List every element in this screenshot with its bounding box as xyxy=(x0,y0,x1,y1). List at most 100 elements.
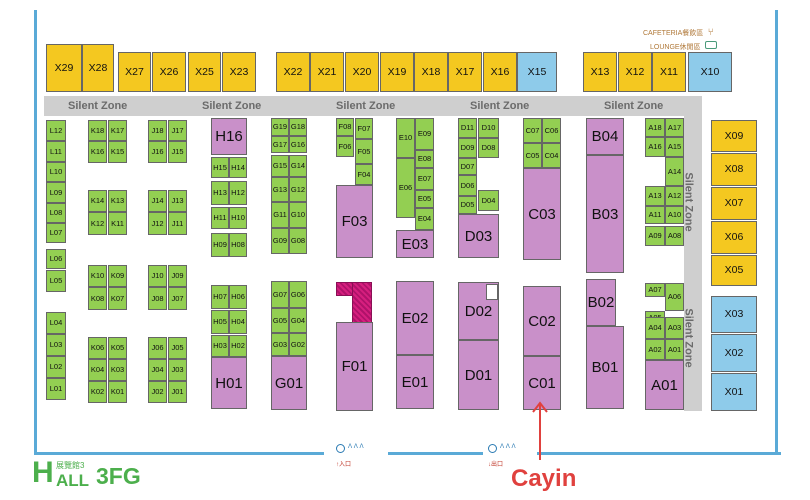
booth-g04[interactable]: G04 xyxy=(289,308,307,333)
booth-k17[interactable]: K17 xyxy=(108,120,127,141)
booth-x17[interactable]: X17 xyxy=(448,52,482,92)
booth-h08[interactable]: H08 xyxy=(229,233,247,257)
booth-x19[interactable]: X19 xyxy=(380,52,414,92)
booth-e08[interactable]: E08 xyxy=(415,150,434,168)
booth-g10[interactable]: G10 xyxy=(289,202,307,228)
booth-k02[interactable]: K02 xyxy=(88,381,107,403)
booth-a04[interactable]: A04 xyxy=(645,317,665,339)
booth-l01[interactable]: L01 xyxy=(46,378,66,400)
booth-k04[interactable]: K04 xyxy=(88,359,107,381)
booth-g07[interactable]: G07 xyxy=(271,281,289,308)
booth-g01[interactable]: G01 xyxy=(271,356,307,410)
booth-b04[interactable]: B04 xyxy=(586,118,624,155)
booth-k07[interactable]: K07 xyxy=(108,287,127,310)
booth-e07[interactable]: E07 xyxy=(415,168,434,190)
booth-x11[interactable]: X11 xyxy=(652,52,686,92)
booth-c04[interactable]: C04 xyxy=(542,143,561,168)
booth-j16[interactable]: J16 xyxy=(148,141,167,163)
booth-j12[interactable]: J12 xyxy=(148,212,167,235)
booth-k09[interactable]: K09 xyxy=(108,265,127,287)
booth-x29[interactable]: X29 xyxy=(46,44,82,92)
booth-a01[interactable]: A01 xyxy=(665,339,684,360)
booth-e02[interactable]: E02 xyxy=(396,281,434,355)
booth-e01[interactable]: E01 xyxy=(396,355,434,409)
booth-j04[interactable]: J04 xyxy=(148,359,167,381)
booth-k13[interactable]: K13 xyxy=(108,190,127,212)
booth-x12[interactable]: X12 xyxy=(618,52,652,92)
booth-h03[interactable]: H03 xyxy=(211,335,229,357)
booth-b01[interactable]: B01 xyxy=(586,326,624,409)
booth-h09[interactable]: H09 xyxy=(211,233,229,257)
booth-x05[interactable]: X05 xyxy=(711,255,757,286)
booth-k18[interactable]: K18 xyxy=(88,120,107,141)
booth-g08[interactable]: G08 xyxy=(289,228,307,254)
booth-h16[interactable]: H16 xyxy=(211,118,247,155)
booth-j08[interactable]: J08 xyxy=(148,287,167,310)
booth-g03[interactable]: G03 xyxy=(271,333,289,356)
booth-h05[interactable]: H05 xyxy=(211,310,229,334)
booth-e06[interactable]: E06 xyxy=(396,158,415,218)
booth-x26[interactable]: X26 xyxy=(152,52,186,92)
booth-a18[interactable]: A18 xyxy=(645,118,665,137)
booth-j17[interactable]: J17 xyxy=(168,120,187,141)
booth-d06[interactable]: D06 xyxy=(458,175,477,196)
booth[interactable] xyxy=(352,282,372,324)
booth-x22[interactable]: X22 xyxy=(276,52,310,92)
booth-k11[interactable]: K11 xyxy=(108,212,127,235)
booth-a03[interactable]: A03 xyxy=(665,317,684,339)
booth-j01[interactable]: J01 xyxy=(168,381,187,403)
booth-a17[interactable]: A17 xyxy=(665,118,684,137)
booth-l04[interactable]: L04 xyxy=(46,312,66,334)
booth-l03[interactable]: L03 xyxy=(46,334,66,356)
booth-k10[interactable]: K10 xyxy=(88,265,107,287)
booth-c05[interactable]: C05 xyxy=(523,143,542,168)
booth-j11[interactable]: J11 xyxy=(168,212,187,235)
booth-k05[interactable]: K05 xyxy=(108,337,127,359)
booth-h11[interactable]: H11 xyxy=(211,207,229,229)
booth-x21[interactable]: X21 xyxy=(310,52,344,92)
booth-e05[interactable]: E05 xyxy=(415,190,434,208)
booth-a10[interactable]: A10 xyxy=(665,206,684,224)
booth-e03[interactable]: E03 xyxy=(396,230,434,258)
booth-g15[interactable]: G15 xyxy=(271,155,289,177)
booth-a08[interactable]: A08 xyxy=(665,226,684,246)
booth-g09[interactable]: G09 xyxy=(271,228,289,254)
booth-f07[interactable]: F07 xyxy=(355,118,373,139)
booth-x08[interactable]: X08 xyxy=(711,153,757,186)
booth-f06[interactable]: F06 xyxy=(336,136,354,157)
booth-x03[interactable]: X03 xyxy=(711,296,757,333)
booth-j10[interactable]: J10 xyxy=(148,265,167,287)
booth-x15[interactable]: X15 xyxy=(517,52,557,92)
booth-l02[interactable]: L02 xyxy=(46,356,66,378)
booth-a07[interactable]: A07 xyxy=(645,283,665,297)
booth-d03[interactable]: D03 xyxy=(458,214,499,258)
booth-e04[interactable]: E04 xyxy=(415,208,434,230)
booth-h13[interactable]: H13 xyxy=(211,181,229,205)
booth-a02[interactable]: A02 xyxy=(645,339,665,360)
booth-c01[interactable]: C01 xyxy=(523,356,561,410)
booth-a11[interactable]: A11 xyxy=(645,206,665,224)
entrance-left[interactable]: ᐱ ᐱ ᐱ xyxy=(336,441,384,455)
booth-c06[interactable]: C06 xyxy=(542,118,561,143)
booth-h04[interactable]: H04 xyxy=(229,310,247,334)
booth-c03[interactable]: C03 xyxy=(523,168,561,260)
booth-x16[interactable]: X16 xyxy=(483,52,517,92)
booth-c02[interactable]: C02 xyxy=(523,286,561,356)
booth-d07[interactable]: D07 xyxy=(458,158,477,175)
booth-a09[interactable]: A09 xyxy=(645,226,665,246)
booth-g18[interactable]: G18 xyxy=(289,118,307,136)
booth-k08[interactable]: K08 xyxy=(88,287,107,310)
booth-a01[interactable]: A01 xyxy=(645,360,684,410)
booth-f04[interactable]: F04 xyxy=(355,164,373,185)
booth-l05[interactable]: L05 xyxy=(46,270,66,292)
booth-h01[interactable]: H01 xyxy=(211,357,247,409)
booth-k16[interactable]: K16 xyxy=(88,141,107,163)
booth-d01[interactable]: D01 xyxy=(458,340,499,410)
booth-j07[interactable]: J07 xyxy=(168,287,187,310)
booth-j02[interactable]: J02 xyxy=(148,381,167,403)
booth-a13[interactable]: A13 xyxy=(645,186,665,206)
booth[interactable] xyxy=(486,284,498,300)
booth-b03[interactable]: B03 xyxy=(586,155,624,273)
booth-g12[interactable]: G12 xyxy=(289,177,307,202)
booth-d10[interactable]: D10 xyxy=(478,118,499,138)
